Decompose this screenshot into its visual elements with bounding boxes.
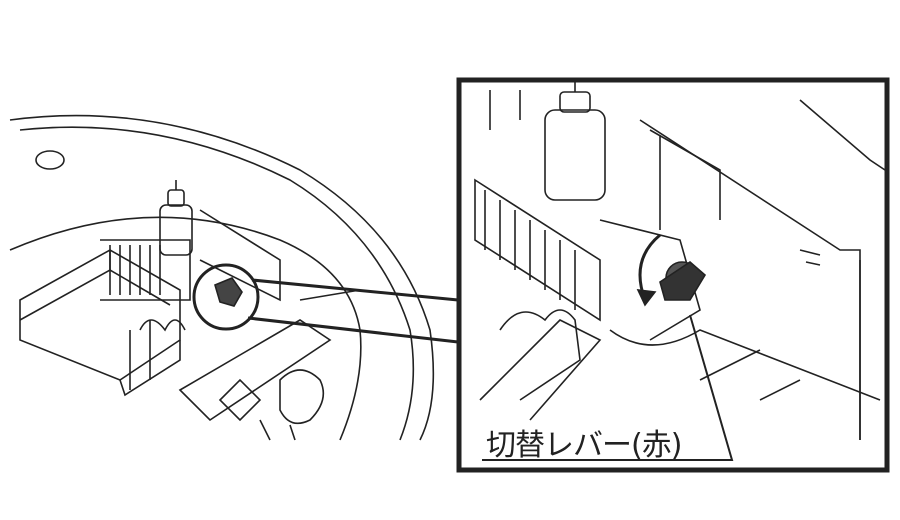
connector-line-bottom xyxy=(247,316,459,344)
connector-line-top xyxy=(251,278,459,302)
switch-lever-icon xyxy=(659,260,707,301)
label-leader-line xyxy=(482,314,734,461)
overview-lever xyxy=(214,277,243,307)
callout-detail-drawing xyxy=(474,80,886,440)
switch-lever-label: 切替レバー(赤) xyxy=(486,428,682,463)
zoom-circle xyxy=(192,263,260,331)
tank-overview xyxy=(9,114,435,441)
